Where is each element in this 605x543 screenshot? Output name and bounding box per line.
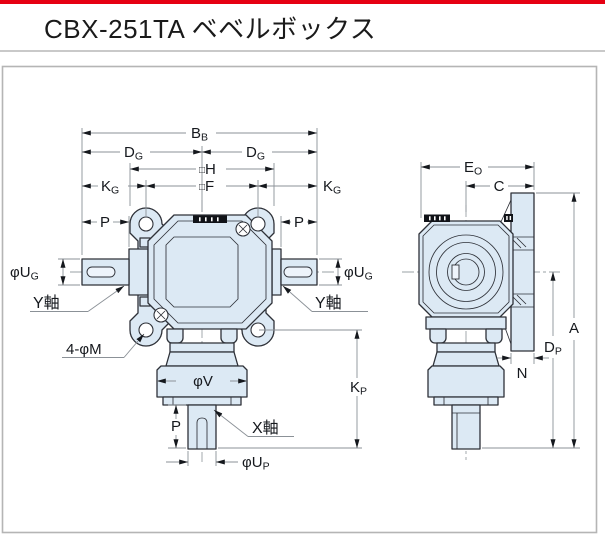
output-cylinder-side bbox=[427, 365, 505, 398]
bolt-hole bbox=[138, 216, 154, 232]
bolt-hole bbox=[250, 216, 266, 232]
right-view-labels: EO C A DP N bbox=[464, 159, 579, 382]
dim-label-f: □F bbox=[199, 178, 214, 195]
left-view-dimensions bbox=[30, 128, 368, 466]
keyway bbox=[451, 264, 460, 280]
dim-label-eo: EO bbox=[464, 159, 482, 178]
shaft-bore bbox=[447, 253, 485, 291]
y-axis-label-left: Y軸 bbox=[33, 294, 60, 312]
dim-label-v: φV bbox=[193, 373, 213, 390]
drawing-frame bbox=[1, 65, 598, 534]
bearing-bore bbox=[428, 234, 504, 310]
breather-plug bbox=[504, 214, 513, 222]
left-shaft-boss bbox=[128, 248, 149, 296]
x-shaft-side bbox=[451, 404, 481, 450]
dim-label-c: C bbox=[494, 178, 505, 195]
dim-label-kp: KP bbox=[350, 379, 367, 398]
dim-label-dg-left: DG bbox=[124, 144, 143, 163]
right-shaft-boss bbox=[271, 248, 282, 296]
dim-label-p-right: P bbox=[294, 214, 304, 231]
dim-label-dp: DP bbox=[544, 339, 562, 358]
nameplate bbox=[424, 214, 450, 222]
x-shaft bbox=[187, 404, 217, 450]
side-mounting-flange bbox=[510, 192, 535, 352]
mounting-holes-label: 4-φM bbox=[66, 341, 102, 358]
nameplate bbox=[193, 215, 227, 223]
dim-label-up: φUP bbox=[242, 454, 270, 473]
left-view-housing bbox=[70, 200, 334, 462]
dim-label-dg-right: DG bbox=[246, 144, 265, 163]
red-accent-bar bbox=[0, 0, 605, 4]
dim-label-ug-right: φUG bbox=[344, 264, 373, 283]
dim-label-p-left: P bbox=[100, 214, 110, 231]
dim-label-kg-left: KG bbox=[101, 178, 119, 197]
header-divider bbox=[0, 50, 605, 52]
dim-label-p-bottom: P bbox=[171, 418, 181, 435]
dim-label-n: N bbox=[517, 365, 528, 382]
output-cylinder bbox=[156, 365, 248, 398]
dim-label-ug-left: φUG bbox=[10, 264, 39, 283]
page-title: CBX-251TA ベベルボックス bbox=[44, 14, 377, 44]
left-view-labels: BB DG DG □H □F KG KG P P φUG φUG Y軸 Y軸 4… bbox=[10, 125, 373, 473]
y-axis-label-right: Y軸 bbox=[315, 294, 342, 312]
dim-label-bb: BB bbox=[191, 125, 208, 144]
right-view-housing bbox=[402, 192, 560, 460]
dim-label-a: A bbox=[569, 320, 579, 337]
dim-label-kg-right: KG bbox=[323, 178, 341, 197]
bolt-hole bbox=[138, 322, 154, 338]
right-view-dimensions bbox=[420, 162, 580, 449]
dim-label-h: □H bbox=[199, 161, 216, 178]
x-axis-label: X軸 bbox=[252, 419, 279, 437]
